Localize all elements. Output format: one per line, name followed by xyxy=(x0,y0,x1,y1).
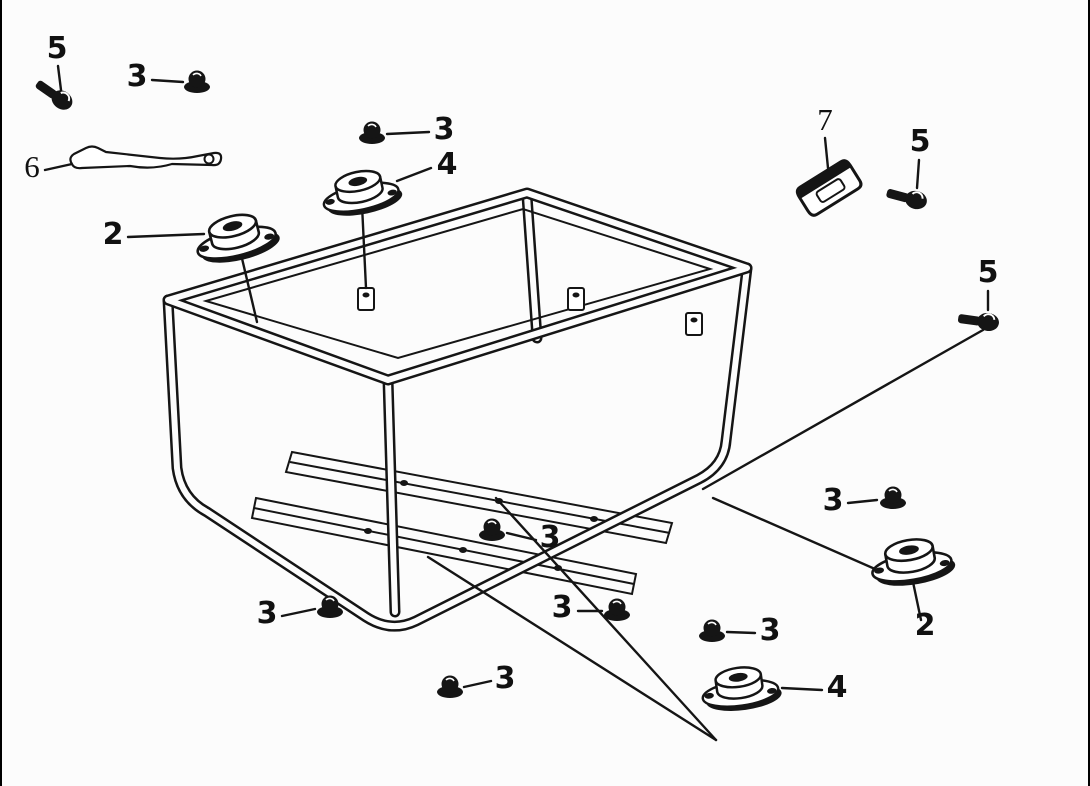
part-cap-nut-3 xyxy=(879,485,907,510)
mount-tab xyxy=(685,312,703,336)
generator-frame xyxy=(168,193,747,626)
callout-label: 3 xyxy=(127,59,148,94)
callout-label: 5 xyxy=(47,31,68,66)
part-cap-nut-6 xyxy=(603,597,631,622)
skid-rails xyxy=(250,450,674,596)
part-flange-bolt-3 xyxy=(956,307,1002,334)
part-cap-nut-8 xyxy=(436,674,464,699)
callout-label: 3 xyxy=(257,596,278,631)
part-cap-nut-1 xyxy=(183,69,211,94)
callout-label: 3 xyxy=(823,483,844,518)
callout-label: 5 xyxy=(910,124,931,159)
page-edge-left xyxy=(0,0,2,786)
callout-label: 5 xyxy=(978,255,999,290)
callout-label: 6 xyxy=(24,149,40,184)
callout-label: 2 xyxy=(915,608,936,643)
callout-label: 3 xyxy=(540,520,561,555)
callout-label: 7 xyxy=(817,102,833,137)
callout-label: 3 xyxy=(552,590,573,625)
part-rubber-mount-4a xyxy=(317,162,406,224)
part-rubber-mount-2a xyxy=(190,204,285,272)
top-ring-inner-edge xyxy=(202,207,714,360)
part-rubber-mount-4b xyxy=(698,661,785,717)
callout-label: 3 xyxy=(434,112,455,147)
part-flange-bolt-2 xyxy=(883,182,930,213)
callout-label: 4 xyxy=(437,147,458,182)
page-edge-right xyxy=(1088,0,1090,786)
callouts: 5 3 6 3 4 2 7 5 5 3 2 3 3 3 3 3 4 xyxy=(24,31,998,705)
part-stay-bracket-6 xyxy=(69,145,223,170)
part-pipe-clamp-7 xyxy=(793,157,865,219)
mount-tab xyxy=(357,287,375,311)
callout-label: 4 xyxy=(827,670,848,705)
mount-tab xyxy=(567,287,585,311)
leader-lines xyxy=(43,64,990,742)
part-cap-nut-4 xyxy=(478,517,506,542)
callout-label: 3 xyxy=(495,661,516,696)
part-rubber-mount-2b xyxy=(866,531,959,593)
callout-label: 3 xyxy=(760,613,781,648)
callout-label: 2 xyxy=(103,217,124,252)
part-cap-nut-2 xyxy=(358,120,386,145)
part-flange-bolt-1 xyxy=(31,74,78,115)
part-cap-nut-7 xyxy=(698,618,726,643)
